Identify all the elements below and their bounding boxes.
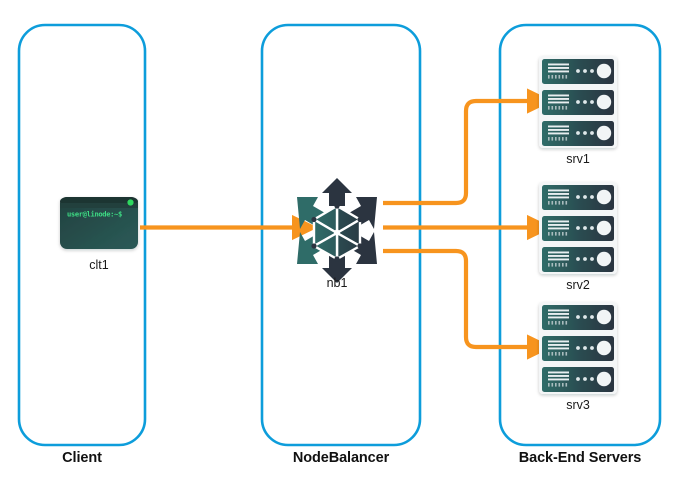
node-label-nb1: nb1	[326, 276, 348, 290]
node-label-srv1: srv1	[566, 152, 590, 166]
connector-layer	[140, 88, 553, 360]
connector-nb1-to-srv1	[383, 88, 553, 206]
terminal-prompt-text: user@linode:~$	[67, 210, 122, 219]
nodebalancer-icon	[297, 178, 377, 283]
terminal-status-dot-icon	[127, 199, 134, 206]
node-label-clt1: clt1	[89, 258, 109, 272]
server-stack-icon-srv3	[539, 302, 617, 394]
group-label-backend: Back-End Servers	[518, 450, 642, 466]
node-label-srv2: srv2	[566, 278, 590, 292]
group-box-client	[17, 23, 147, 447]
server-stack-icon-srv2	[539, 182, 617, 274]
node-label-srv3: srv3	[566, 398, 590, 412]
terminal-icon: user@linode:~$	[60, 197, 138, 249]
connector-nb1-to-srv3	[383, 248, 553, 360]
group-label-nodebalancer: NodeBalancer	[292, 450, 390, 466]
group-box-backend	[498, 23, 662, 447]
group-box-nodebalancer	[260, 23, 422, 447]
server-stack-icon-srv1	[539, 56, 617, 148]
group-label-client: Client	[62, 450, 102, 466]
